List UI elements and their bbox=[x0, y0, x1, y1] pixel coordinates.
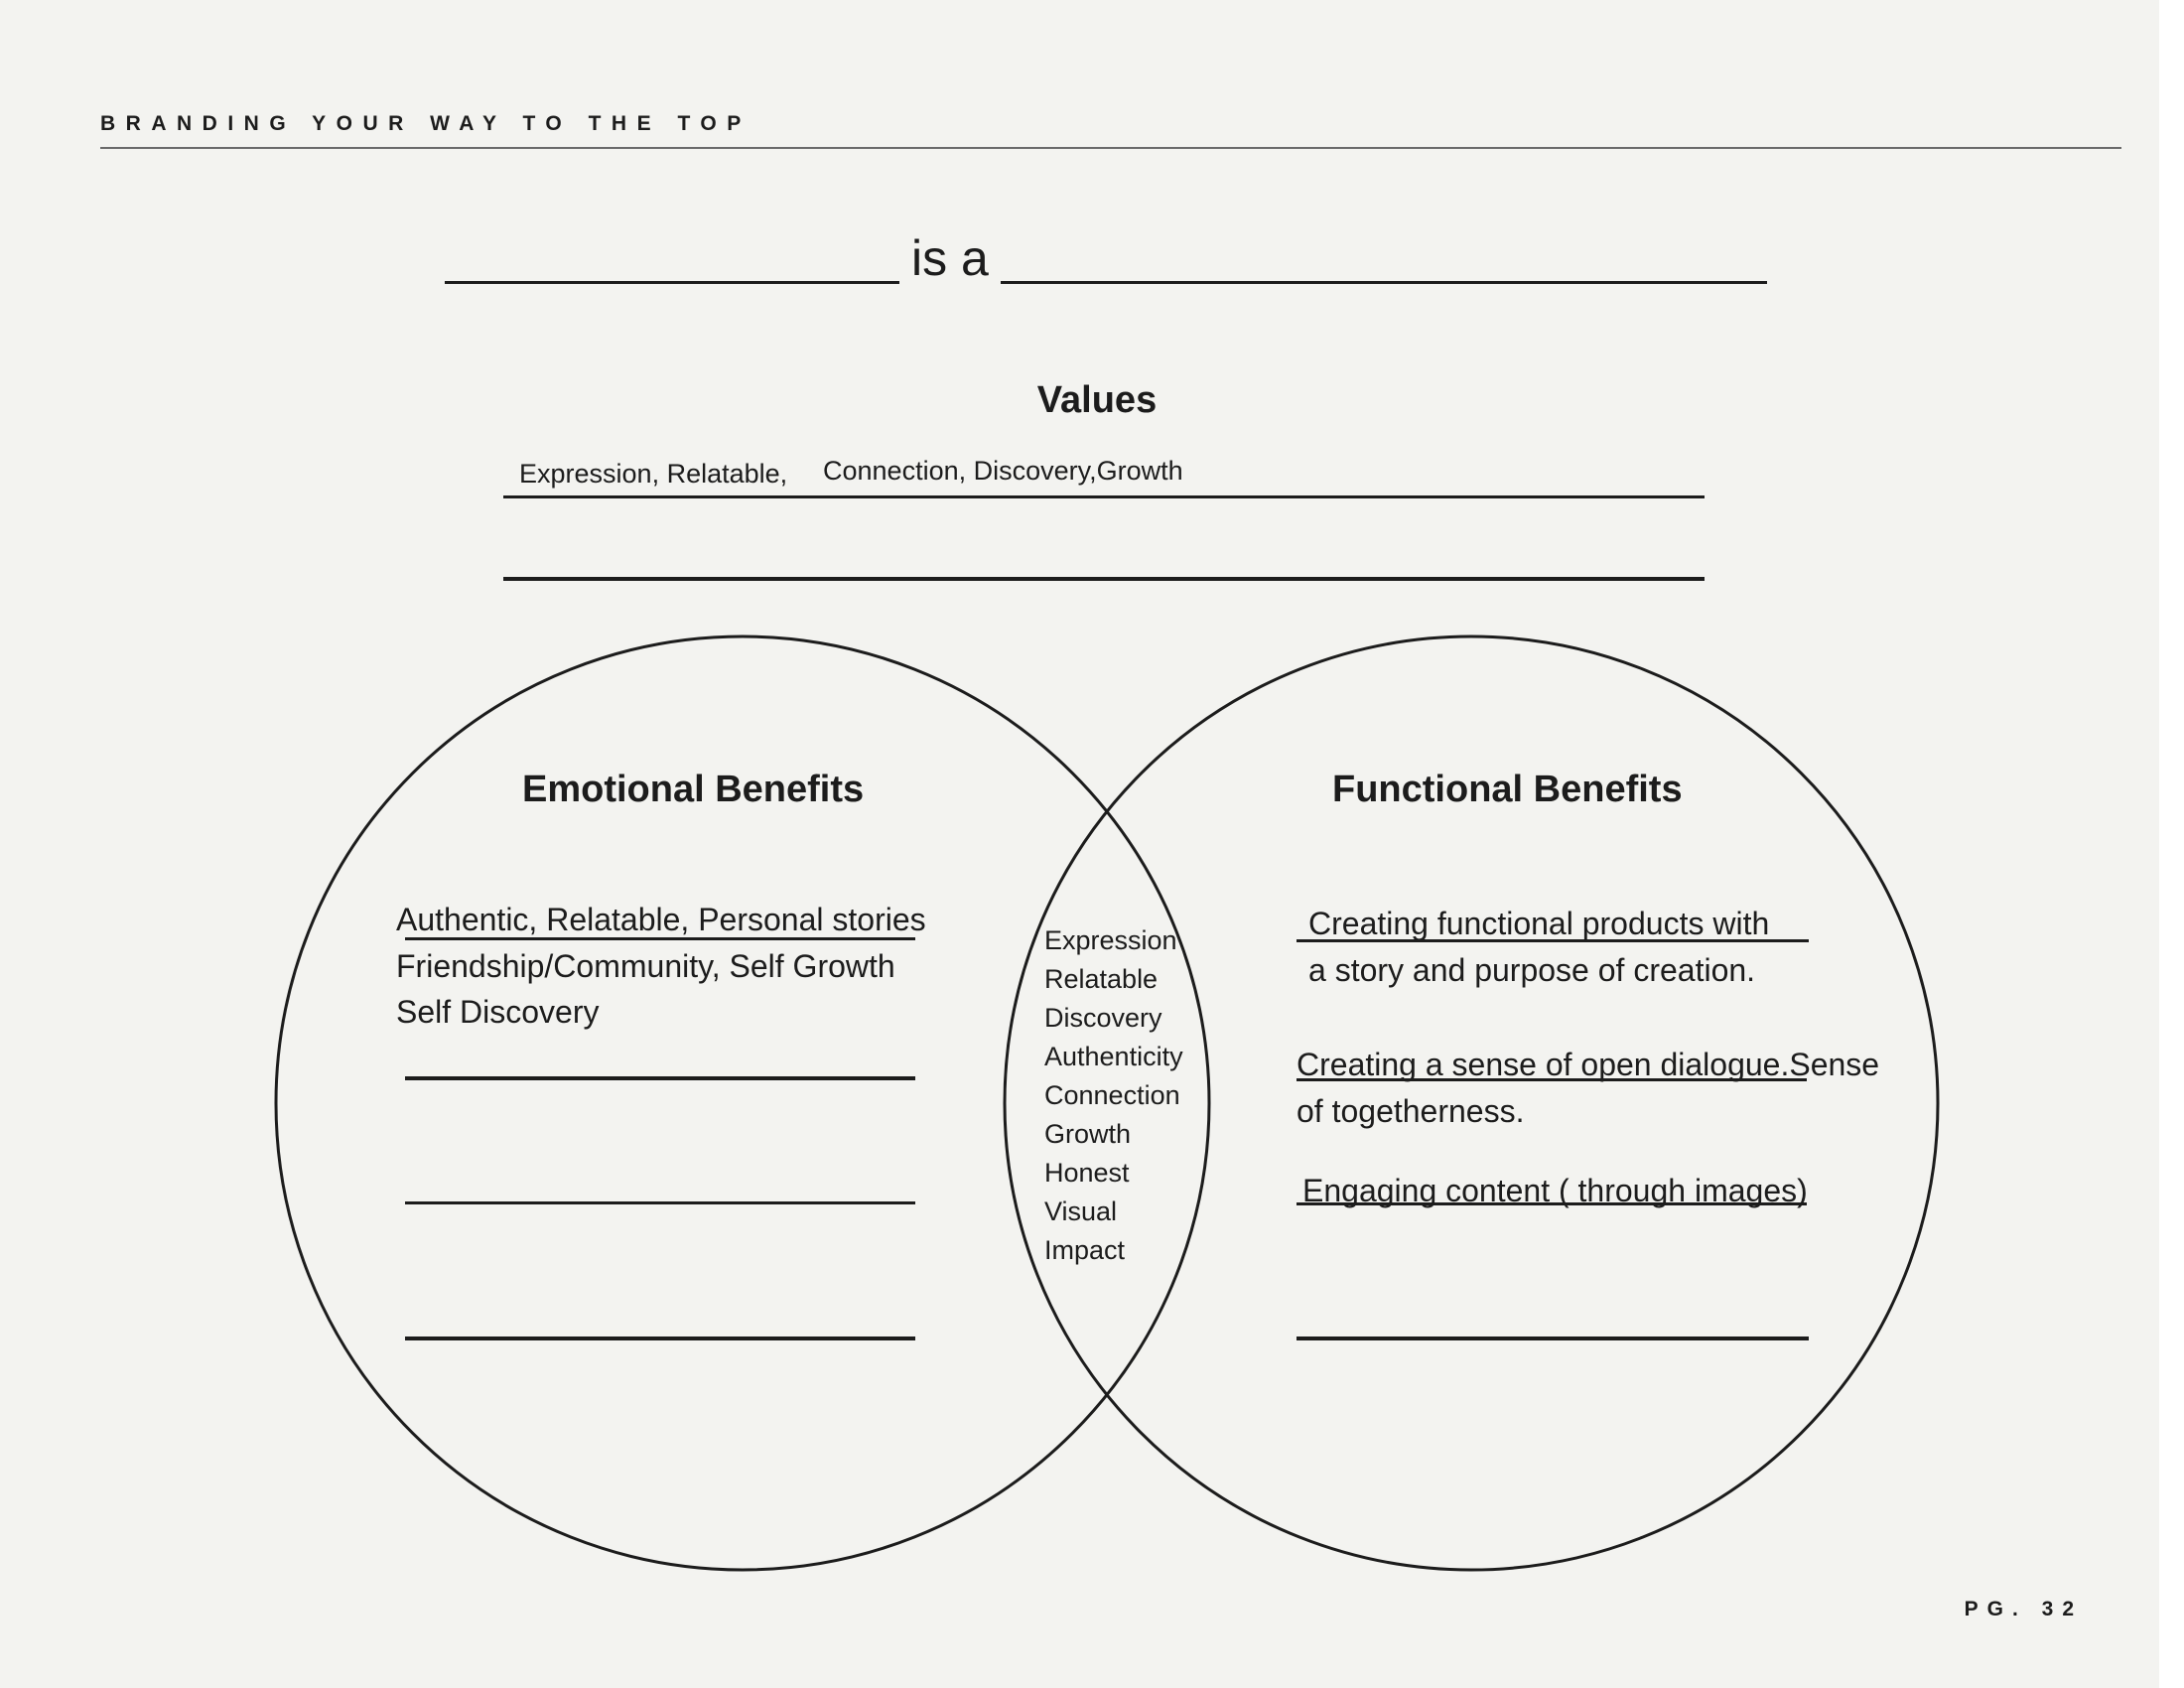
values-title: Values bbox=[1036, 379, 1158, 421]
statement-connector: is a bbox=[911, 230, 989, 286]
functional-line-1: Creating functional products with bbox=[1308, 906, 1770, 941]
values-text-part1: Expression, Relatable, bbox=[519, 459, 788, 489]
shared-item: Honest bbox=[1044, 1158, 1130, 1188]
header-rule bbox=[100, 147, 2121, 149]
emotional-blank-line-1[interactable] bbox=[405, 1076, 915, 1080]
values-text-part2: Connection, Discovery,Growth bbox=[823, 456, 1183, 486]
shared-item: Visual bbox=[1044, 1196, 1118, 1226]
emotional-benefits-title: Emotional Benefits bbox=[522, 769, 865, 810]
emotional-line-2: Friendship/Community, Self Growth bbox=[396, 948, 895, 984]
emotional-circle bbox=[274, 634, 1211, 1572]
emotional-underline-1[interactable] bbox=[405, 937, 915, 940]
page-header: BRANDING YOUR WAY TO THE TOP bbox=[100, 112, 751, 135]
emotional-line-1: Authentic, Relatable, Personal stories bbox=[396, 902, 926, 937]
emotional-line-3: Self Discovery bbox=[396, 994, 600, 1030]
shared-item: Impact bbox=[1044, 1235, 1126, 1265]
shared-item: Discovery bbox=[1044, 1003, 1162, 1033]
page-number: PG. 32 bbox=[1964, 1598, 2083, 1620]
brand-name-blank[interactable] bbox=[445, 281, 899, 284]
functional-line-3: Creating a sense of open dialogue.Sense bbox=[1297, 1047, 1880, 1082]
emotional-blank-line-3[interactable] bbox=[405, 1336, 915, 1340]
shared-item: Growth bbox=[1044, 1119, 1132, 1149]
shared-item: Relatable bbox=[1044, 964, 1159, 994]
functional-circle bbox=[1003, 634, 1940, 1572]
values-line-2[interactable] bbox=[503, 577, 1705, 581]
shared-benefits-list: Expression Relatable Discovery Authentic… bbox=[1044, 921, 1183, 1270]
values-line-1[interactable] bbox=[503, 495, 1705, 498]
functional-underline-1[interactable] bbox=[1297, 939, 1809, 942]
shared-item: Authenticity bbox=[1044, 1042, 1183, 1071]
functional-line-4: of togetherness. bbox=[1297, 1093, 1525, 1129]
emotional-blank-line-2[interactable] bbox=[405, 1201, 915, 1204]
functional-underline-2[interactable] bbox=[1297, 1078, 1807, 1081]
shared-item: Expression bbox=[1044, 925, 1177, 955]
functional-line-2: a story and purpose of creation. bbox=[1308, 952, 1756, 988]
functional-benefits-title: Functional Benefits bbox=[1332, 769, 1683, 810]
shared-item: Connection bbox=[1044, 1080, 1180, 1110]
functional-underline-3[interactable] bbox=[1297, 1202, 1807, 1205]
functional-blank-line[interactable] bbox=[1297, 1336, 1809, 1340]
brand-description-blank[interactable] bbox=[1001, 281, 1767, 284]
